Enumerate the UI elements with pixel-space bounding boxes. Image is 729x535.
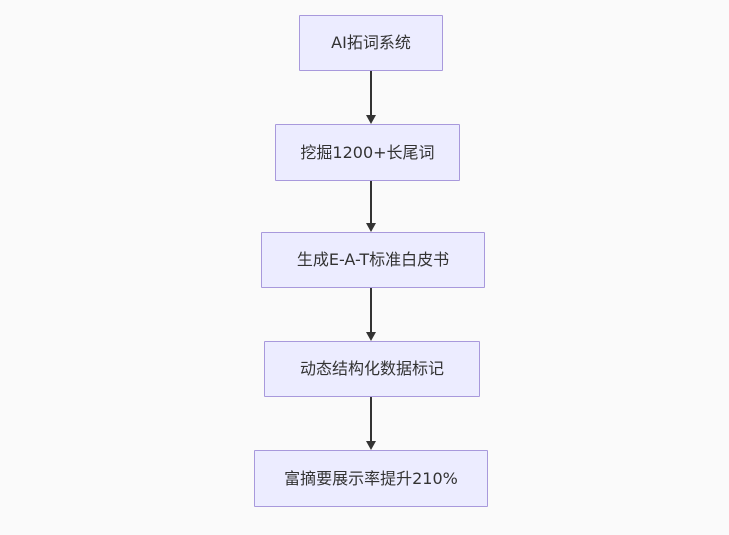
flow-edge-3 (365, 288, 377, 341)
arrowhead-down-icon (366, 115, 376, 124)
flow-node-structured-data: 动态结构化数据标记 (264, 341, 480, 397)
flow-node-ai-system: AI拓词系统 (299, 15, 443, 71)
flow-edge-4 (365, 397, 377, 450)
flow-edge-1 (365, 71, 377, 124)
edge-line (370, 71, 372, 115)
edge-line (370, 181, 372, 223)
edge-line (370, 288, 372, 332)
edge-line (370, 397, 372, 441)
flow-node-eat-whitepaper: 生成E-A-T标准白皮书 (261, 232, 485, 288)
arrowhead-down-icon (366, 441, 376, 450)
flow-node-label: AI拓词系统 (331, 33, 411, 53)
flow-node-rich-snippet-result: 富摘要展示率提升210% (254, 450, 488, 507)
flow-node-label: 生成E-A-T标准白皮书 (296, 250, 450, 270)
flow-node-label: 动态结构化数据标记 (299, 359, 444, 379)
flow-node-label: 挖掘1200+长尾词 (300, 142, 435, 162)
flow-node-longtail-keywords: 挖掘1200+长尾词 (275, 124, 460, 181)
arrowhead-down-icon (366, 223, 376, 232)
arrowhead-down-icon (366, 332, 376, 341)
flow-node-label: 富摘要展示率提升210% (284, 468, 458, 488)
flow-edge-2 (365, 181, 377, 232)
